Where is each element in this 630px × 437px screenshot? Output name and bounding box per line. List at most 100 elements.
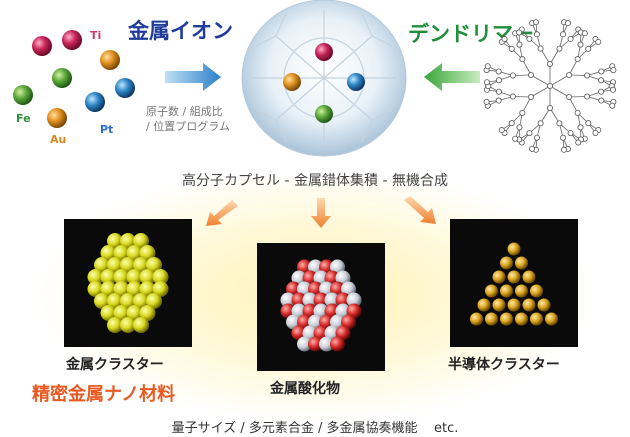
dendrimer-node [564,20,571,27]
dendrimer-node [483,98,490,105]
dendrimer-node [501,36,508,43]
dendrimer-node [574,109,581,116]
atom [133,317,149,333]
dendrimer-node [585,45,592,52]
element-label-pt: Pt [100,123,114,136]
atom [291,292,307,308]
dendrimer-node [495,97,502,104]
atom [107,293,123,309]
atom [152,269,169,285]
dendrimer-node [509,93,516,100]
atom [507,270,521,284]
dendrimer-node [584,93,591,100]
dendrimer-node [585,120,592,127]
atom [87,269,104,285]
atom [94,257,110,273]
dendrimer-structure [483,19,617,153]
ion-ball [85,92,105,112]
ion-ball [62,30,82,50]
metal-cluster-image [87,233,169,333]
dendrimer-node [537,120,544,127]
dendrimer-node [509,72,516,79]
atom [120,293,136,309]
dendrimer-node [527,94,534,101]
dendrimer-node [533,31,540,38]
atom [280,292,296,308]
program-note-line1: 原子数 / 組成比 [146,105,223,118]
atom [87,281,104,297]
metal-ion-title: 金属イオン [128,19,233,43]
atom [126,281,143,297]
atom [100,245,117,261]
polymer-capsule [241,0,407,157]
semiconductor-cluster-panel [450,219,578,347]
arrow-left [206,200,238,226]
program-note-line2: / 位置プログラム [146,120,230,133]
dendrimer-node [519,56,526,63]
atom [139,269,156,285]
atom [113,245,130,261]
atom [500,256,513,270]
atom [545,312,558,326]
dendrimer-node [575,139,582,146]
dendrimer-node [567,130,574,137]
dendrimer-node [584,72,591,79]
metal-oxide-image [280,259,362,352]
dendrimer-node [574,56,581,63]
footer-etc: etc. [434,421,459,436]
atom [113,281,130,297]
dendrimer-node [560,31,567,38]
atom [530,284,543,298]
dendrimer-node [529,145,536,152]
capsule-ion-green [315,105,333,123]
dendrimer-node [547,61,554,68]
dendrimer-node [598,97,605,104]
metal-cluster-panel [64,219,192,347]
green-arrow [424,63,480,91]
atom [485,312,498,326]
atom [308,336,323,352]
dendrimer-node [508,45,515,52]
dendrimer-node [577,124,584,131]
footer-features: 量子サイズ / 多元素合金 / 多金属協奏機能 etc. [0,417,630,436]
metal-ion-balls [13,30,135,128]
ion-ball [32,36,52,56]
atom [107,317,123,333]
atom [522,298,536,312]
ion-ball [13,85,33,105]
dendrimer-node [598,77,605,84]
atom [470,312,483,326]
dendrimer-node [516,124,523,131]
atom [139,245,156,261]
atom [113,269,130,285]
atom [330,336,345,352]
blue-arrow [165,63,221,91]
atom [139,305,156,321]
atom [133,257,149,273]
atom [120,317,136,333]
dendrimer-node [547,105,554,112]
dendrimer-node [598,68,605,75]
atom [139,281,156,297]
dendrimer-node [556,45,563,52]
footer-text: 量子サイズ / 多元素合金 / 多金属協奏機能 [171,421,418,436]
dendrimer-node [508,120,515,127]
dendrimer-node [484,63,491,70]
atom [94,293,110,309]
dendrimer-node [598,88,605,95]
atom [515,256,528,270]
arrow-right [404,196,436,224]
atom [133,293,149,309]
atom [152,281,169,297]
atom [313,292,329,308]
ion-ball [52,68,72,88]
capsule-ion-blue [347,73,365,91]
dendrimer-node [547,83,554,90]
dendrimer-node [512,135,519,142]
atom [302,292,318,308]
metal-cluster-label: 金属クラスター [66,357,164,373]
atom [515,312,528,326]
atom [500,312,513,326]
dendrimer-node [581,30,588,37]
